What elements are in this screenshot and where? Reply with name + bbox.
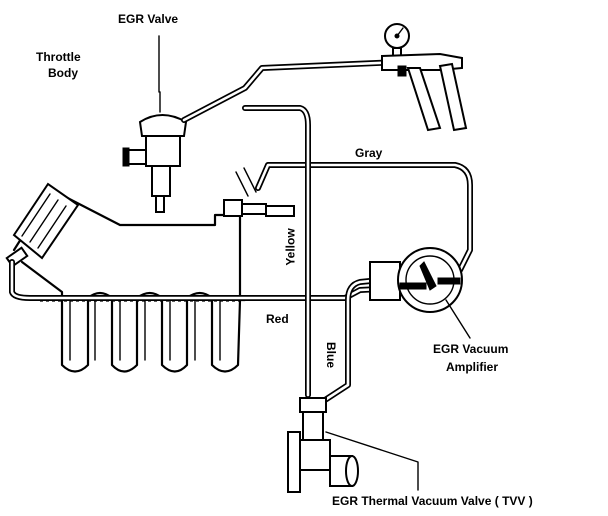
egr-valve-label: EGR Valve bbox=[118, 12, 179, 26]
throttle-body-label-line2: Body bbox=[48, 66, 78, 80]
throttle-body bbox=[5, 182, 80, 268]
red-hose-label: Red bbox=[266, 312, 289, 326]
tvv-label: EGR Thermal Vacuum Valve ( TVV ) bbox=[332, 494, 533, 508]
gray-hose-label: Gray bbox=[355, 146, 383, 160]
hand-vacuum-pump bbox=[381, 23, 468, 132]
red-hose bbox=[9, 259, 403, 302]
egr-thermal-vacuum-valve bbox=[287, 397, 419, 493]
gray-hose bbox=[255, 162, 473, 273]
amplifier-label-line1: EGR Vacuum bbox=[433, 342, 509, 356]
yellow-hose-label: Yellow bbox=[283, 228, 298, 266]
throttle-body-label-line1: Throttle bbox=[36, 50, 81, 64]
blue-hose bbox=[322, 275, 403, 403]
yellow-hose bbox=[242, 105, 311, 398]
blue-hose-label: Blue bbox=[324, 341, 339, 369]
egr-to-pump-hose bbox=[181, 59, 403, 123]
egr-vacuum-amplifier bbox=[369, 247, 471, 339]
egr-valve bbox=[122, 35, 188, 213]
amplifier-label-line2: Amplifier bbox=[446, 360, 499, 374]
manifold-fitting bbox=[223, 167, 295, 217]
